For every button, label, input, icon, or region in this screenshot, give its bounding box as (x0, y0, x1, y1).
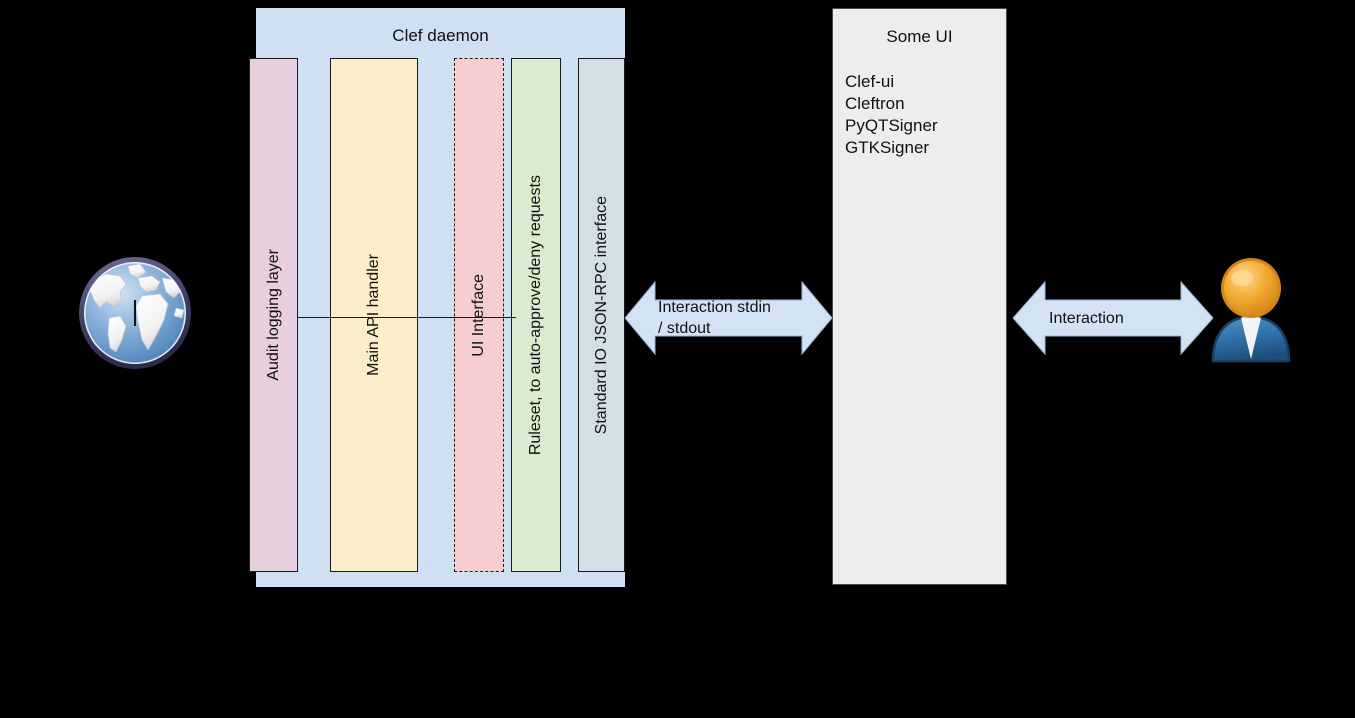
list-item: GTKSigner (845, 138, 930, 157)
box-ruleset-label: Ruleset, to auto-approve/deny requests (527, 174, 544, 456)
some-ui-panel[interactable]: Some UI Clef-ui Cleftron PyQTSigner GTKS… (832, 8, 1007, 585)
box-main-api-handler[interactable]: Main API handler (330, 58, 418, 572)
clef-daemon-container: Clef daemon (256, 8, 625, 587)
box-ui-interface[interactable]: UI Interface (454, 58, 504, 572)
clef-daemon-title: Clef daemon (392, 26, 489, 45)
connector-line (298, 317, 516, 318)
box-main-api-handler-label: Main API handler (365, 254, 382, 376)
globe-icon (76, 254, 194, 372)
box-standard-io-jsonrpc[interactable]: Standard IO JSON-RPC interface (578, 58, 625, 572)
list-item: Cleftron (845, 94, 905, 113)
box-standard-io-jsonrpc-label: Standard IO JSON-RPC interface (592, 195, 610, 435)
list-item: PyQTSigner (845, 116, 938, 135)
list-item: Clef-ui (845, 72, 895, 91)
some-ui-title: Some UI (886, 27, 953, 46)
some-ui-list: Clef-ui Cleftron PyQTSigner GTKSigner (845, 71, 938, 159)
stdio-arrow: Interaction stdin / stdout (625, 274, 832, 362)
box-ruleset[interactable]: Ruleset, to auto-approve/deny requests (511, 58, 561, 572)
box-ui-interface-label: UI Interface (470, 273, 487, 357)
user-icon (1205, 255, 1297, 363)
box-audit-logging-layer[interactable]: Audit logging layer (249, 58, 298, 572)
interaction-arrow: Interaction (1013, 274, 1213, 362)
box-audit-logging-layer-label: Audit logging layer (264, 249, 282, 381)
